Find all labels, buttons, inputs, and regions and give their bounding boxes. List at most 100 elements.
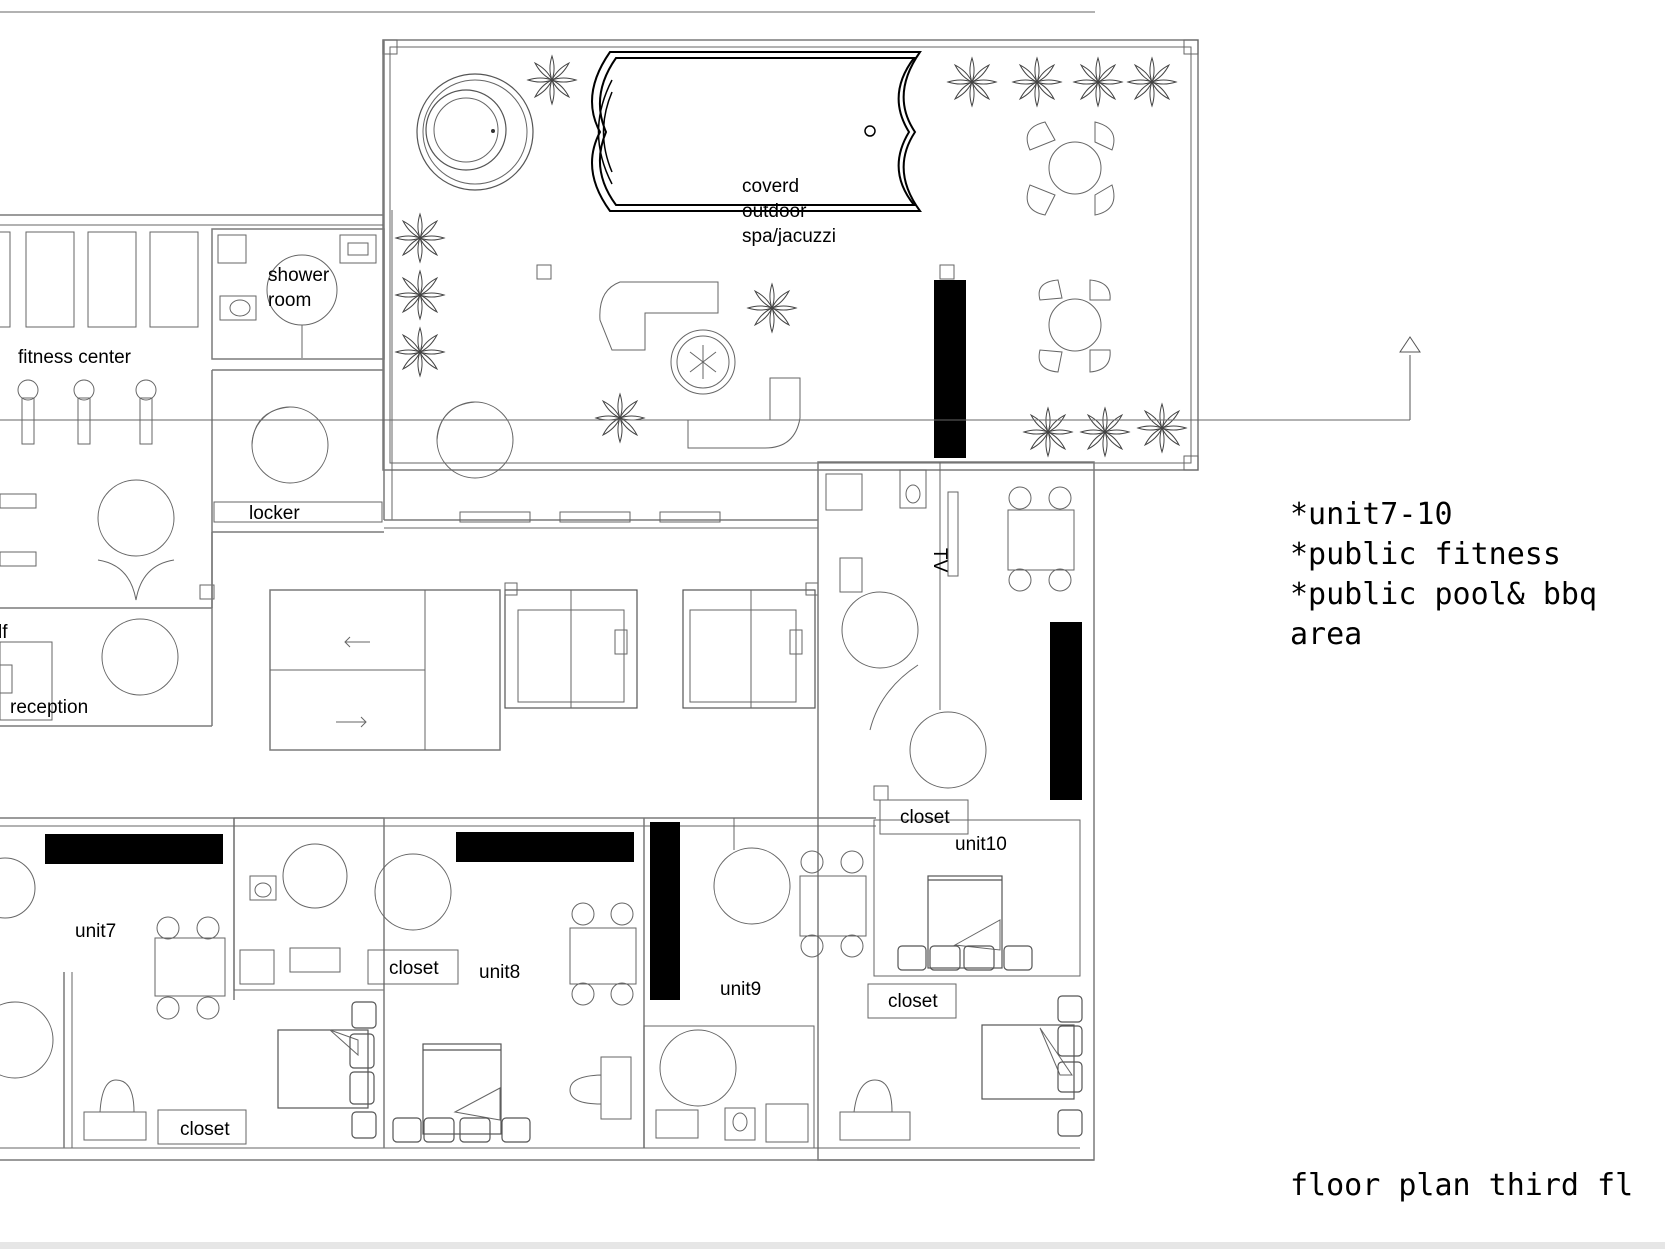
dining-table	[799, 875, 867, 937]
label-locker: locker	[249, 503, 300, 524]
plant-leaf	[1126, 79, 1154, 85]
dining-table	[569, 927, 637, 985]
unit10-block	[817, 461, 1095, 1161]
plant-leaf	[418, 333, 439, 354]
plant-leaf	[770, 305, 798, 311]
plant-leaf	[946, 79, 974, 85]
plant-leaf	[953, 80, 974, 101]
elevator-icon	[682, 589, 816, 709]
plant-leaf	[753, 306, 774, 327]
plant-leaf	[1159, 426, 1165, 454]
plant-leaf	[401, 276, 422, 297]
bike-icons	[17, 379, 157, 445]
plant-icon	[594, 392, 646, 444]
plant-leaf	[970, 63, 991, 84]
fitness-block	[0, 40, 514, 727]
north-arrow-icon	[1399, 336, 1421, 420]
plant-icons	[394, 54, 1188, 458]
plant-leaf	[1086, 430, 1107, 451]
pool-icon	[591, 51, 922, 212]
plant-leaf	[1045, 406, 1051, 434]
plant-leaf	[1096, 80, 1117, 101]
plant-leaf	[1149, 80, 1155, 108]
plant-leaf	[1018, 63, 1039, 84]
plant-leaf	[1143, 426, 1164, 447]
plant-leaf	[969, 56, 975, 84]
plant-leaf	[550, 61, 571, 82]
plant-leaf	[417, 236, 423, 264]
plant-leaf	[617, 416, 623, 444]
plant-leaf	[1046, 413, 1067, 434]
label-unit10: unit10	[955, 834, 1007, 855]
plant-leaf	[1035, 63, 1056, 84]
label-closet-unit8: closet	[389, 958, 439, 979]
plant-leaf	[418, 235, 446, 241]
plant-leaf	[746, 305, 774, 311]
label-unit8: unit8	[479, 962, 520, 983]
plant-leaf	[969, 80, 975, 108]
plant-leaf	[401, 293, 422, 314]
plant-leaf	[1149, 56, 1155, 84]
plant-leaf	[1035, 79, 1063, 85]
plant-icon	[1126, 56, 1178, 108]
label-self-fragment: lf	[0, 622, 8, 643]
plant-leaf	[970, 80, 991, 101]
plant-leaf	[1029, 430, 1050, 451]
plant-leaf	[1160, 425, 1188, 431]
label-closet-unit10-bottom: closet	[888, 991, 938, 1012]
plant-leaf	[417, 269, 423, 297]
plant-leaf	[1079, 63, 1100, 84]
plant-leaf	[418, 349, 446, 355]
plant-leaf	[1160, 409, 1181, 430]
bed-icon	[981, 995, 1083, 1137]
label-tv: TV	[929, 548, 950, 573]
plant-leaf	[418, 350, 439, 371]
bed-icon	[392, 1043, 531, 1143]
plant-leaf	[769, 282, 775, 310]
plant-leaf	[970, 79, 998, 85]
plant-leaf	[1143, 409, 1164, 430]
label-spa: coverd outdoor spa/jacuzzi	[742, 176, 836, 247]
plant-icon	[1011, 56, 1063, 108]
plant-leaf	[1072, 79, 1100, 85]
plant-leaf	[1136, 425, 1164, 431]
plant-leaf	[1046, 429, 1074, 435]
dining-table	[1007, 509, 1075, 571]
plant-leaf	[753, 289, 774, 310]
plant-leaf	[401, 236, 422, 257]
label-fitness-center: fitness center	[18, 347, 132, 368]
plant-leaf	[1034, 56, 1040, 84]
plant-leaf	[1095, 56, 1101, 84]
dining-table	[154, 937, 226, 997]
plant-leaf	[1079, 429, 1107, 435]
label-reception: reception	[10, 697, 88, 718]
plant-icon	[746, 282, 798, 334]
column-block	[1050, 622, 1082, 800]
plant-leaf	[550, 78, 571, 99]
plant-icon	[394, 269, 446, 321]
plant-leaf	[418, 236, 439, 257]
column-block	[934, 280, 966, 458]
reception-desk	[0, 641, 53, 721]
plant-leaf	[417, 326, 423, 354]
pool-terrace	[382, 39, 1199, 471]
plant-leaf	[1086, 413, 1107, 434]
plant-icon	[1072, 56, 1124, 108]
plant-leaf	[1096, 79, 1124, 85]
plant-leaf	[401, 333, 422, 354]
plant-leaf	[1150, 63, 1171, 84]
plant-leaf	[401, 219, 422, 240]
plant-leaf	[1035, 80, 1056, 101]
plant-leaf	[601, 399, 622, 420]
plant-icon	[526, 54, 578, 106]
label-unit9: unit9	[720, 979, 761, 1000]
plant-leaf	[418, 276, 439, 297]
plant-leaf	[1096, 63, 1117, 84]
plant-leaf	[533, 61, 554, 82]
plant-leaf	[1046, 430, 1067, 451]
plant-leaf	[1018, 80, 1039, 101]
plant-leaf	[417, 350, 423, 378]
label-closet-unit10-top: closet	[900, 807, 950, 828]
plant-icon	[946, 56, 998, 108]
plant-leaf	[1103, 429, 1131, 435]
